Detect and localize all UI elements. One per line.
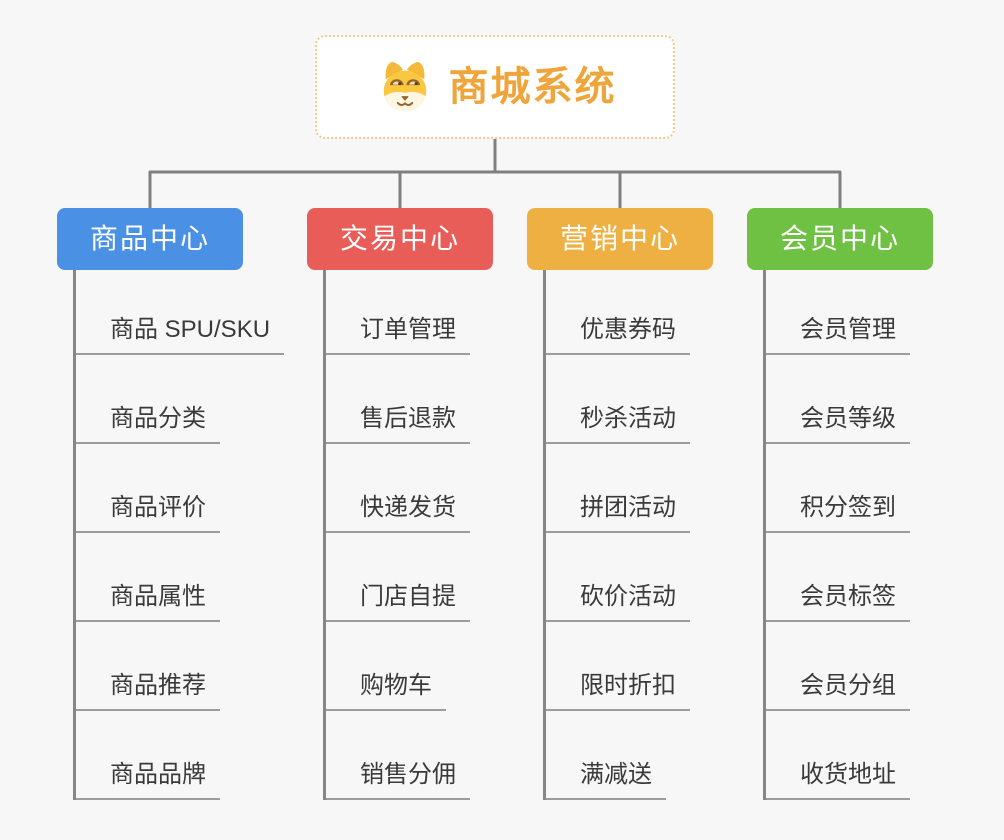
branch-children: 优惠券码秒杀活动拼团活动砍价活动限时折扣满减送 bbox=[543, 270, 690, 800]
leaf-node[interactable]: 收货地址 bbox=[766, 758, 910, 800]
leaf-node[interactable]: 限时折扣 bbox=[546, 669, 690, 711]
leaf-node[interactable]: 快递发货 bbox=[326, 491, 470, 533]
branch-node-3[interactable]: 营销中心 bbox=[527, 208, 713, 270]
leaf-node[interactable]: 商品评价 bbox=[76, 491, 220, 533]
branch-children: 商品 SPU/SKU 商品分类商品评价商品属性商品推荐商品品牌 bbox=[73, 270, 285, 800]
branch-children: 会员管理会员等级积分签到会员标签会员分组收货地址 bbox=[763, 270, 910, 800]
dog-face-icon bbox=[383, 61, 426, 112]
leaf-node[interactable]: 订单管理 bbox=[326, 313, 470, 355]
root-node[interactable]: 商城系统 bbox=[315, 35, 675, 139]
branch-label: 营销中心 bbox=[559, 223, 680, 254]
leaf-node[interactable]: 销售分佣 bbox=[326, 758, 470, 800]
leaf-node[interactable]: 商品品牌 bbox=[76, 758, 220, 800]
leaf-node[interactable]: 商品 SPU/SKU bbox=[76, 313, 285, 355]
root-title: 商城系统 bbox=[448, 65, 617, 109]
leaf-node[interactable]: 会员分组 bbox=[766, 669, 910, 711]
branch-children: 订单管理售后退款快递发货门店自提购物车销售分佣 bbox=[323, 270, 470, 800]
leaf-node[interactable]: 会员等级 bbox=[766, 402, 910, 444]
branch-node-2[interactable]: 交易中心 bbox=[307, 208, 493, 270]
leaf-node[interactable]: 砍价活动 bbox=[546, 580, 690, 622]
leaf-node[interactable]: 会员标签 bbox=[766, 580, 910, 622]
main-connector-line bbox=[148, 170, 842, 210]
leaf-node[interactable]: 优惠券码 bbox=[546, 313, 690, 355]
leaf-node[interactable]: 商品属性 bbox=[76, 580, 220, 622]
branch-node-4[interactable]: 会员中心 bbox=[747, 208, 933, 270]
branch-label: 交易中心 bbox=[339, 223, 460, 254]
leaf-node[interactable]: 满减送 bbox=[546, 758, 666, 800]
branch-label: 商品中心 bbox=[89, 223, 210, 254]
leaf-node[interactable]: 积分签到 bbox=[766, 491, 910, 533]
leaf-node[interactable]: 门店自提 bbox=[326, 580, 470, 622]
leaf-node[interactable]: 售后退款 bbox=[326, 402, 470, 444]
leaf-node[interactable]: 商品分类 bbox=[76, 402, 220, 444]
leaf-node[interactable]: 商品推荐 bbox=[76, 669, 220, 711]
leaf-node[interactable]: 秒杀活动 bbox=[546, 402, 690, 444]
leaf-node[interactable]: 拼团活动 bbox=[546, 491, 690, 533]
branch-label: 会员中心 bbox=[779, 223, 900, 254]
leaf-node[interactable]: 会员管理 bbox=[766, 313, 910, 355]
leaf-node[interactable]: 购物车 bbox=[326, 669, 446, 711]
branch-node-1[interactable]: 商品中心 bbox=[57, 208, 243, 270]
